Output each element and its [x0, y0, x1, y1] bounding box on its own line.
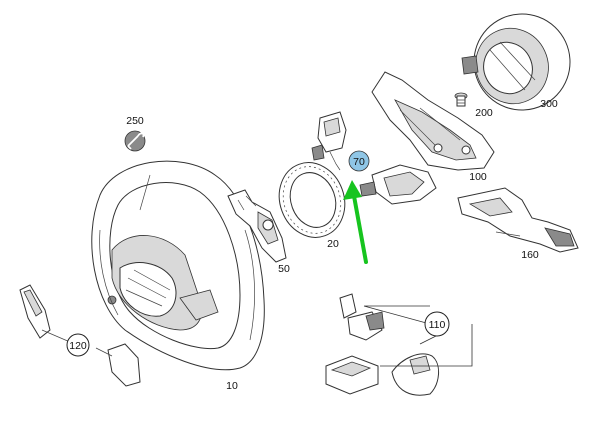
airbag-part[interactable] [458, 0, 586, 126]
label-100: 100 [469, 171, 487, 183]
screw-part[interactable] [454, 92, 468, 107]
callout-110-leaders [363, 305, 473, 367]
lower-trim-part[interactable] [457, 187, 579, 253]
tool-callout[interactable]: 250 [124, 115, 146, 152]
label-20: 20 [327, 238, 339, 250]
switch-assembly-part[interactable] [325, 293, 439, 396]
label-70: 70 [353, 156, 365, 168]
label-160: 160 [521, 249, 539, 261]
label-250: 250 [126, 115, 144, 127]
trim-frame-part[interactable] [227, 189, 287, 263]
control-module-part[interactable] [359, 164, 437, 205]
callout-110[interactable]: 110 [424, 311, 450, 337]
label-50: 50 [278, 263, 290, 275]
callout-70-highlighted[interactable]: 70 [348, 150, 370, 172]
label-200: 200 [475, 107, 493, 119]
label-300: 300 [540, 98, 558, 110]
rear-cover-part[interactable] [371, 71, 495, 171]
wrench-icon [124, 130, 146, 152]
clock-spring-ring-part[interactable] [269, 153, 355, 246]
paddle-shifter-part[interactable] [19, 284, 141, 387]
steering-wheel-part[interactable] [91, 160, 265, 371]
label-10: 10 [226, 380, 238, 392]
highlight-arrow-icon [343, 180, 368, 264]
wiring-harness-part[interactable] [311, 111, 347, 171]
label-110: 110 [429, 319, 446, 331]
callout-120[interactable]: 120 [66, 333, 90, 357]
label-120: 120 [69, 340, 87, 352]
